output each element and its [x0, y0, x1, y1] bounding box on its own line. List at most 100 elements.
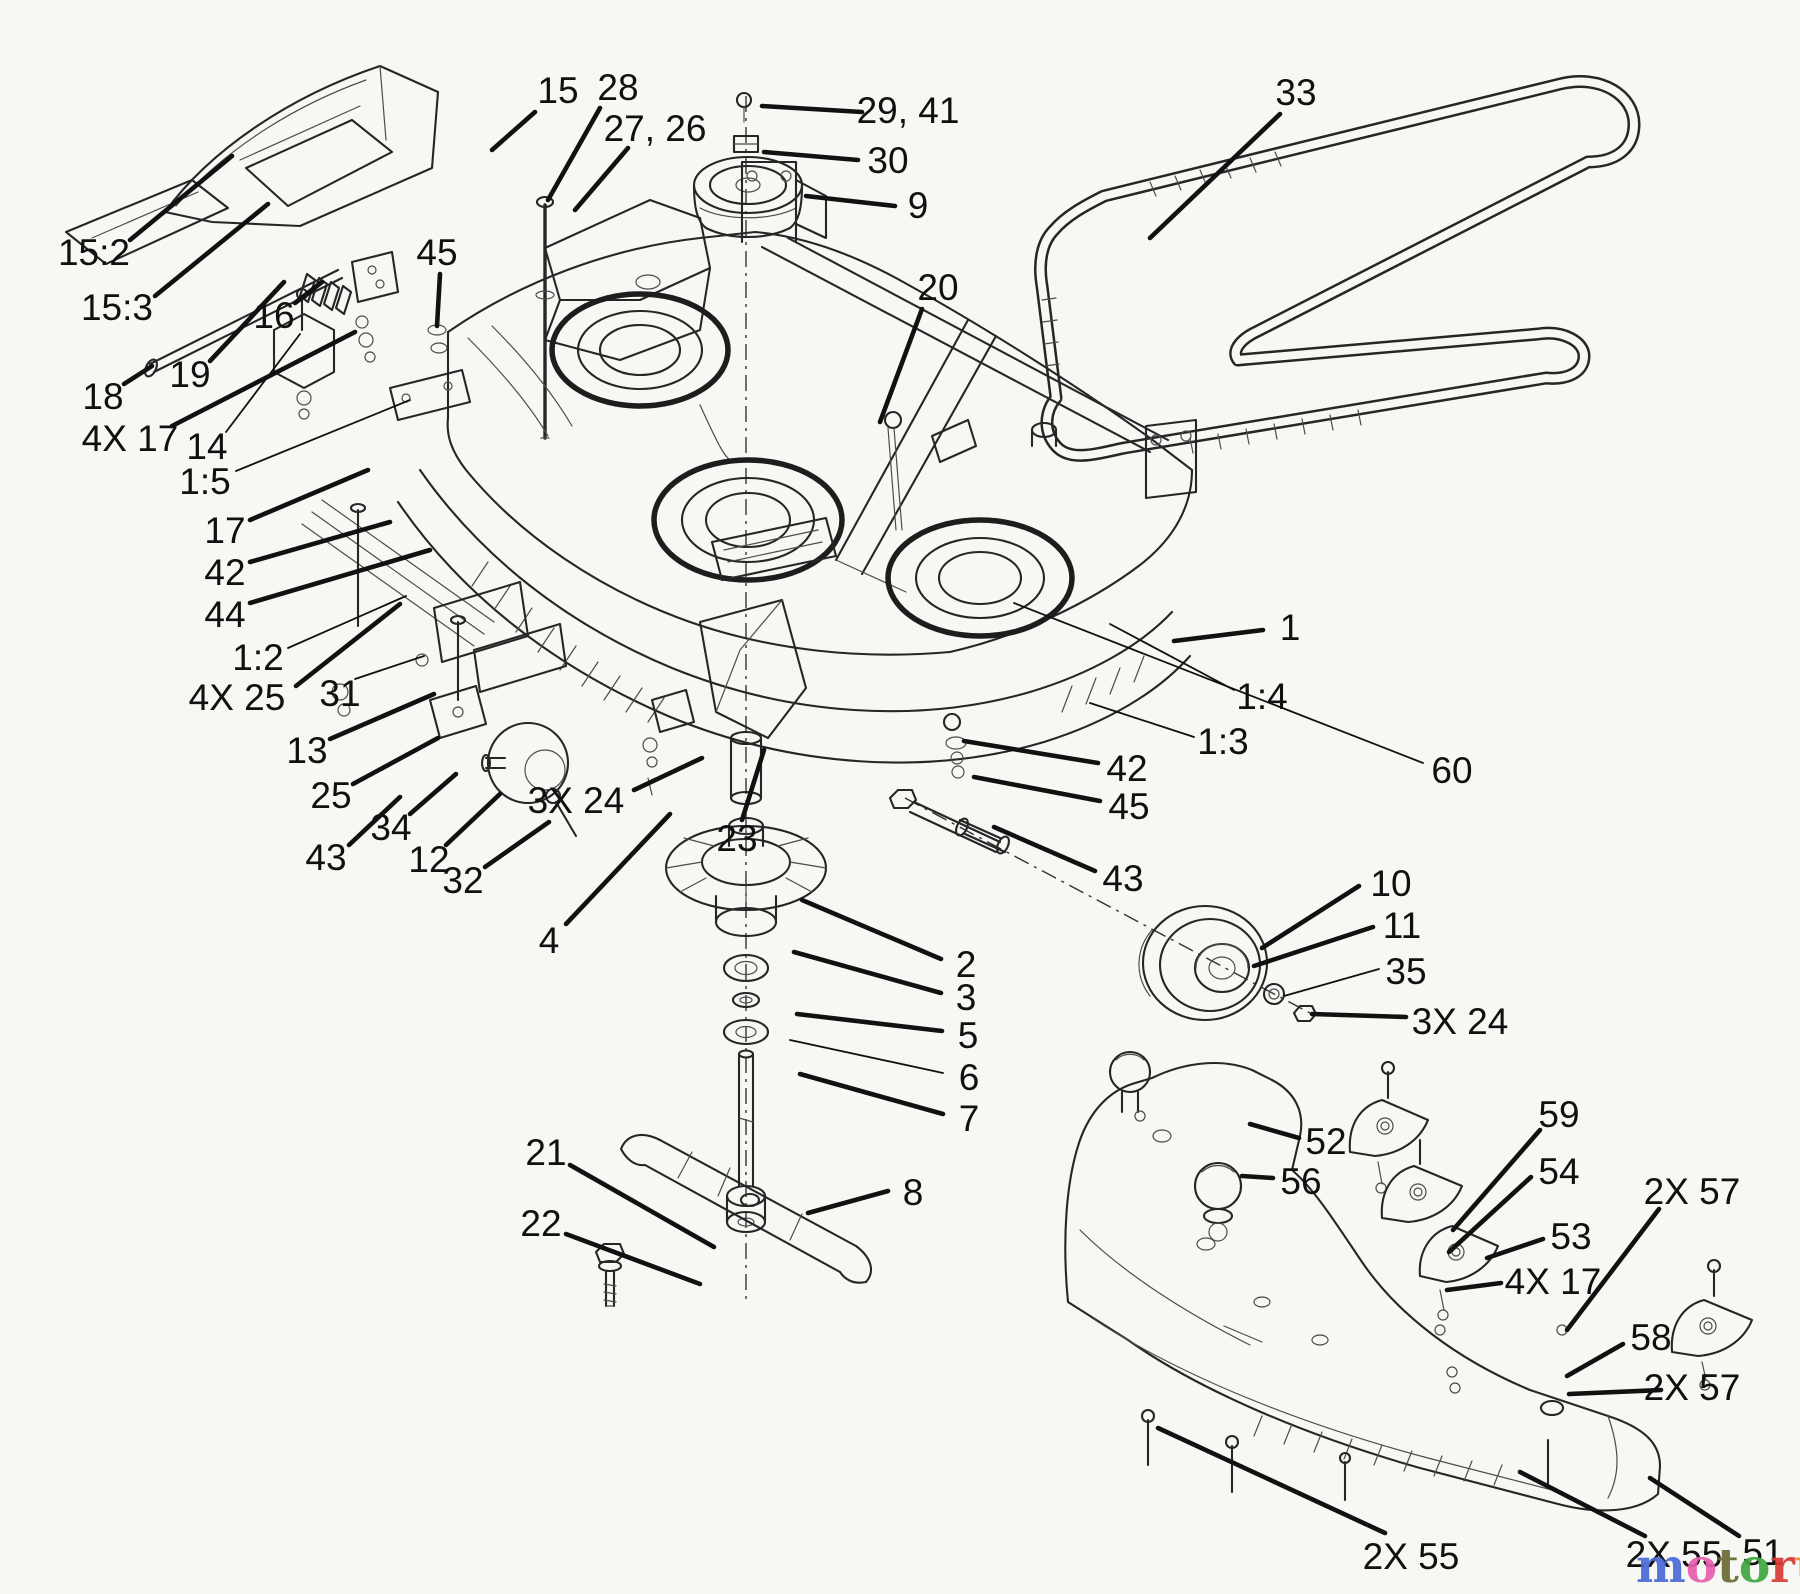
mower-deck-drawing-part — [834, 318, 998, 576]
callout-label: 4X 17 — [1505, 1261, 1602, 1302]
wing-plate-drawings-part — [1380, 1164, 1464, 1224]
rear-shell-drawing-part — [1253, 1296, 1271, 1308]
wing-plate-drawings-part — [1409, 1183, 1427, 1201]
belt-rib-ticks-part — [1044, 363, 1060, 367]
callout-leader-line — [1446, 1174, 1534, 1255]
skirt-hatching-part — [1109, 667, 1121, 695]
callout-label: 2X 57 — [1644, 1367, 1741, 1408]
rear-shell-drawing-part — [1120, 1090, 1140, 1114]
rear-shell-hatching-part — [1433, 1455, 1443, 1477]
callout-label: 15 — [537, 70, 578, 111]
callout-45: 45 — [416, 232, 458, 329]
callout-52: 52 — [1247, 1121, 1347, 1162]
callout-2x-55: 2X 55 — [1517, 1469, 1722, 1575]
callout-leader-line — [127, 153, 235, 243]
callout-leader-line — [567, 1162, 717, 1250]
callout-label: 4 — [539, 920, 560, 961]
callout-label: 29, 41 — [857, 90, 960, 131]
callout-60: 60 — [1013, 602, 1473, 791]
callout-label: 1:4 — [1236, 676, 1287, 717]
wing-plate-drawings-part — [1437, 1309, 1449, 1321]
callout-1-3: 1:3 — [1089, 702, 1249, 762]
wing-plate-drawings-part — [1439, 1289, 1445, 1311]
callout-31: 31 — [319, 655, 425, 714]
discharge-cover-drawing-part — [364, 351, 376, 363]
rear-shell-drawing-part — [1115, 1053, 1145, 1061]
callout-leader-line — [799, 897, 944, 962]
spindle-assembly-drawing-part — [725, 1210, 767, 1234]
mower-deck-drawing-part — [415, 653, 429, 667]
callout-leader-line — [292, 279, 325, 306]
rear-shell-drawing-part — [1193, 1161, 1243, 1211]
callout-leader-line — [247, 519, 393, 565]
callout-34: 34 — [370, 771, 459, 848]
wing-plate-drawings-part — [1418, 1224, 1500, 1284]
rear-shell-drawing-part — [1446, 1366, 1458, 1378]
callout-32: 32 — [442, 819, 552, 901]
callout-label: 2X 57 — [1644, 1171, 1741, 1212]
wing-plate-drawings — [1348, 1060, 1754, 1391]
watermark-text-part: r — [1770, 1539, 1796, 1594]
callout-leader-line — [1564, 1341, 1626, 1379]
mower-deck-drawing-part — [930, 418, 978, 464]
rear-shell-drawing-part — [1064, 1062, 1662, 1512]
callout-label: 9 — [908, 185, 929, 226]
callout-label: 31 — [319, 673, 360, 714]
wing-plate-drawings-part — [1703, 1321, 1713, 1331]
caster-wheel-drawing-part — [1138, 929, 1249, 997]
callout-label: 8 — [903, 1172, 924, 1213]
callout-leader-line — [1259, 883, 1362, 951]
mower-deck-drawing-part — [418, 468, 1174, 713]
callout-15: 15 — [489, 70, 579, 153]
rear-shell-drawing — [1064, 1050, 1662, 1512]
torsion-spring-drawing — [298, 272, 353, 316]
spindle-assembly-drawing-part — [737, 1052, 755, 1188]
watermark-text-part: o — [1739, 1539, 1770, 1594]
callout-29-41: 29, 41 — [759, 90, 960, 131]
mower-deck-drawing-part — [428, 684, 488, 740]
rear-shell-drawing-part — [1140, 1408, 1156, 1424]
callout-45: 45 — [971, 774, 1150, 827]
callout-28: 28 — [545, 67, 639, 203]
spindle-assembly-drawing-part — [727, 824, 765, 848]
spindle-assembly-drawing-part — [731, 991, 761, 1009]
wing-plate-drawings-part — [1376, 1117, 1394, 1135]
torsion-spring-drawing-part — [298, 272, 353, 316]
callout-label: 1:5 — [179, 461, 230, 502]
callout-label: 42 — [204, 552, 245, 593]
wing-plate-drawings-part — [1699, 1317, 1717, 1335]
callout-label: 11 — [1383, 905, 1421, 946]
drive-belt-drawing-part — [1036, 77, 1639, 460]
skirt-hatching-part — [515, 607, 533, 633]
callout-label: 4X 25 — [189, 677, 286, 718]
callout-leader-line — [1013, 602, 1424, 764]
callout-leader-line — [1517, 1469, 1648, 1539]
discharge-cover-drawing-part — [163, 64, 440, 228]
spindle-ring-left-part — [598, 323, 682, 377]
mower-deck-drawing-part — [950, 751, 964, 765]
wing-plate-drawings-part — [1380, 1121, 1390, 1131]
mower-deck-drawing-part — [480, 753, 492, 773]
rear-shell-hatching-part — [1283, 1423, 1293, 1445]
callout-14: 14 — [186, 333, 301, 467]
rear-shell-hatching-part — [1403, 1450, 1413, 1472]
callout-label: 22 — [520, 1203, 561, 1244]
callout-leader-line — [961, 738, 1101, 766]
belt-rib-ticks-part — [1274, 151, 1282, 167]
callout-leader-line — [1564, 1206, 1662, 1333]
callout-leader-line — [991, 824, 1098, 874]
spindle-ring-right-part — [914, 536, 1046, 620]
mower-deck-drawing-part — [715, 599, 783, 713]
callout-leader-line — [346, 794, 403, 848]
callout-label: 54 — [1538, 1151, 1579, 1192]
callout-leader-line — [207, 279, 287, 364]
belt-rib-ticks-part — [1042, 319, 1058, 323]
callout-leader-line — [1444, 1280, 1504, 1293]
callout-42: 42 — [204, 519, 393, 593]
mower-deck-drawing-part — [446, 230, 1194, 472]
callout-leader-line — [1155, 1425, 1388, 1536]
belt-rib-ticks-part — [1041, 297, 1057, 301]
rear-shell-hatching-part — [1463, 1460, 1473, 1482]
spindle-ring-center-part — [704, 491, 792, 549]
caster-wheel-drawing — [888, 788, 1318, 1023]
